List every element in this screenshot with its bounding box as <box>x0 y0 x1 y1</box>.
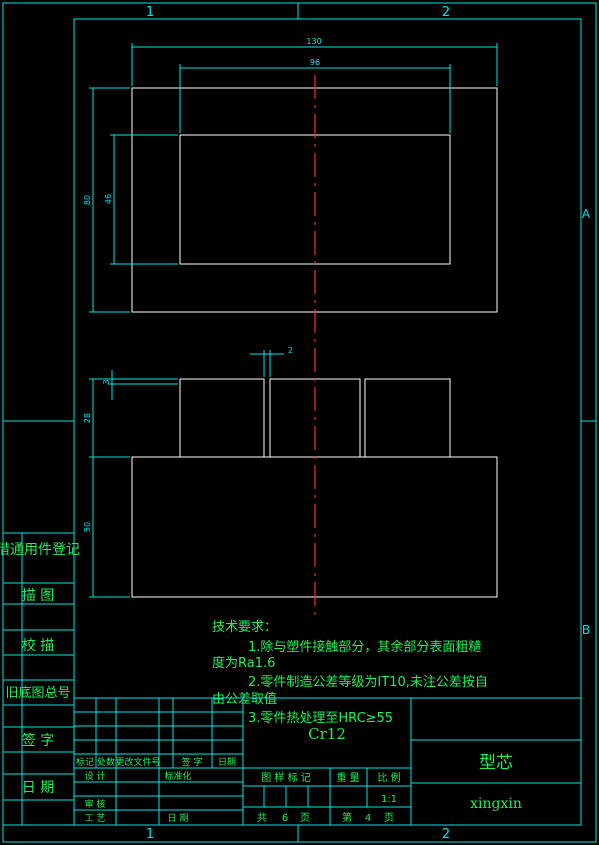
dim-3: 3 <box>102 379 111 384</box>
label-sheet: 第 <box>342 811 352 824</box>
dim-80: 80 <box>83 195 92 205</box>
requirements-title: 技术要求： <box>212 620 277 635</box>
side-row-sign: 签 字 <box>22 732 54 749</box>
requirement-2-cont: 由公差取值 <box>212 691 277 707</box>
dim-130: 130 <box>306 37 321 46</box>
requirement-3: 3.零件热处理至HRC≥55 <box>248 711 393 726</box>
dim-28: 28 <box>83 413 92 423</box>
scale-value: 1:1 <box>381 794 397 805</box>
label-review: 审 核 <box>85 798 106 810</box>
label-page-2: 页 <box>384 812 394 824</box>
label-weight: 重 量 <box>336 771 359 784</box>
label-stage-mark: 图 样 标 记 <box>261 771 311 784</box>
dim-96: 96 <box>310 58 320 67</box>
dim-50: 50 <box>83 522 92 532</box>
zone-label-top-1: 1 <box>146 5 154 20</box>
zone-label-top-2: 2 <box>442 5 450 20</box>
requirement-2: 2.零件制造公差等级为IT10,未注公差按自 <box>248 674 488 690</box>
zone-label-bottom-2: 2 <box>442 827 450 842</box>
col-date: 日期 <box>218 757 236 768</box>
requirement-1: 1.除与塑件接触部分，其余部分表面粗糙 <box>248 639 481 655</box>
material: Cr12 <box>308 725 346 743</box>
front-view-tooth-1 <box>179 378 265 458</box>
designer-name: xingxin <box>470 796 522 812</box>
col-count: 处数 <box>97 756 115 768</box>
inner-border <box>73 18 582 826</box>
side-row-register: 借通用件登记 <box>0 542 80 558</box>
zone-label-a: A <box>582 207 591 221</box>
dim-46: 46 <box>104 194 113 204</box>
label-page-1: 页 <box>300 812 310 824</box>
zone-label-bottom-1: 1 <box>146 827 154 842</box>
label-process: 工 艺 <box>85 813 106 824</box>
side-row-old-number: 旧底图总号 <box>5 685 70 701</box>
sheet-number: 4 <box>365 813 371 824</box>
label-design: 设 计 <box>85 770 106 782</box>
label-scale: 比 例 <box>377 771 400 784</box>
label-date: 日 期 <box>168 813 189 824</box>
label-total: 共 <box>257 812 267 824</box>
part-name: 型芯 <box>479 753 513 773</box>
total-pages: 6 <box>282 813 288 824</box>
col-mark: 标记 <box>76 756 94 768</box>
side-row-trace: 描 图 <box>22 588 54 604</box>
side-row-date: 日 期 <box>22 780 54 796</box>
label-standard: 标准化 <box>164 770 191 782</box>
zone-label-b: B <box>582 623 590 637</box>
dim-2: 2 <box>288 346 293 355</box>
title-block <box>73 697 582 826</box>
requirement-1-cont: 度为Ra1.6 <box>212 655 275 671</box>
col-doc: 更改文件号 <box>115 756 160 768</box>
col-sign: 签 字 <box>182 756 203 768</box>
front-view-tooth-3 <box>364 378 451 458</box>
side-row-check: 校 描 <box>22 637 54 654</box>
side-table <box>2 532 75 826</box>
